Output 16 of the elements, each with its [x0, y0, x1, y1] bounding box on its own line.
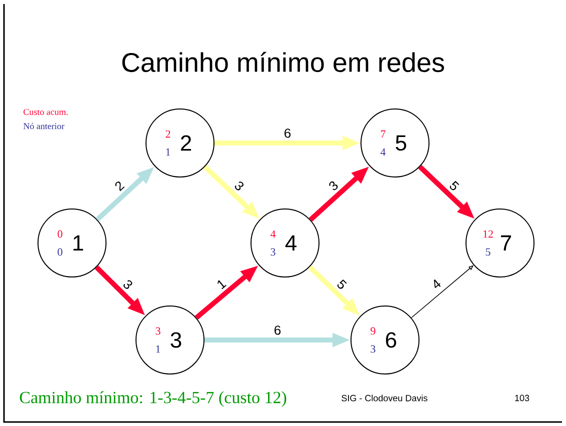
- edge-label: 3: [326, 178, 341, 193]
- legend-text: Custo acum.: [24, 108, 68, 116]
- title: Caminho mínimo em redes: [122, 52, 444, 72]
- footer-text: SIG - Clodoveu Davis: [342, 394, 428, 402]
- edge-label: 2: [112, 178, 127, 194]
- page-number: 103: [515, 394, 530, 402]
- result-text: Caminho mínimo: 1-3-4-5-7 (custo 12): [20, 391, 286, 407]
- edge-label: 3: [232, 178, 246, 194]
- edge-label: 6: [272, 324, 282, 336]
- edge-label: 1: [214, 276, 228, 292]
- edge-label: 5: [334, 277, 349, 292]
- legend-text: Nó anterior: [23, 122, 64, 130]
- edge-label: 4: [429, 276, 444, 292]
- edge-label: 3: [120, 277, 136, 292]
- edge-label: 6: [282, 128, 292, 139]
- edge-label: 5: [447, 178, 462, 194]
